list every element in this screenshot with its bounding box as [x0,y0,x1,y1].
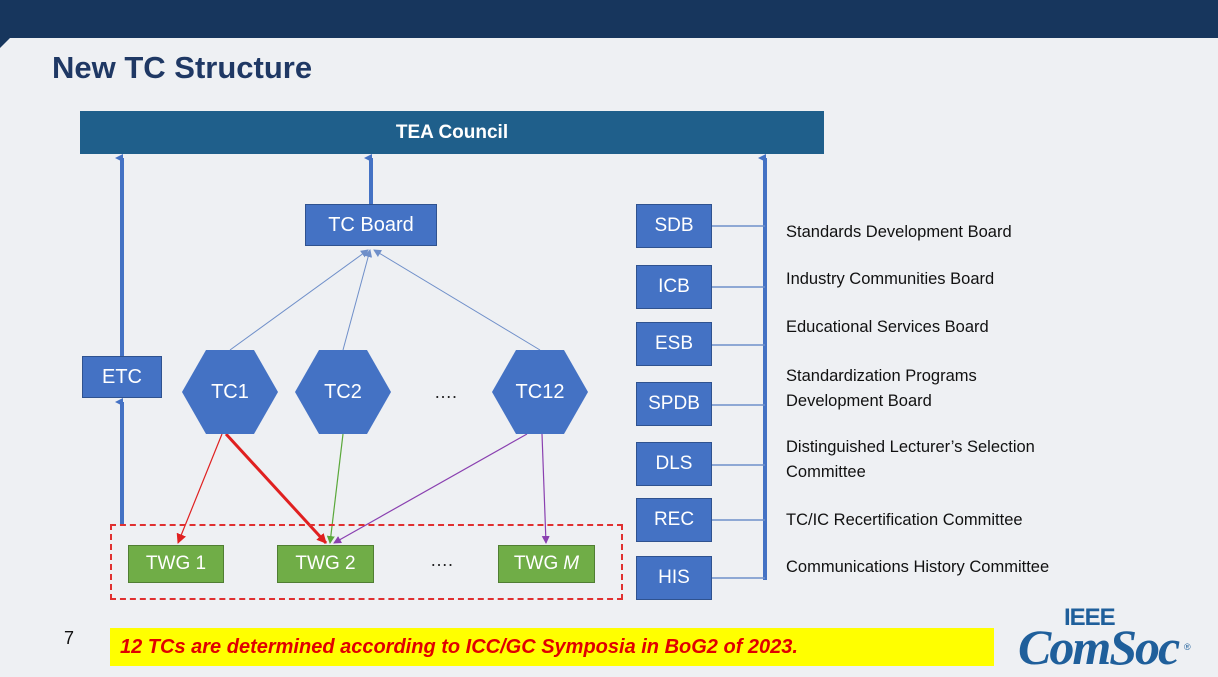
tea-council-bar: TEA Council [80,111,824,154]
board-esb-label: Educational Services Board [786,318,989,336]
note-banner: 12 TCs are determined according to ICC/G… [110,628,994,666]
board-dls-label: Distinguished Lecturer’s Selection Commi… [786,438,1035,481]
board-spdb-label: Standardization Programs Development Boa… [786,367,977,410]
twgm-name: M [563,553,580,574]
board-his: HIS [636,556,712,600]
tc-ellipsis: …. [434,382,458,402]
tc-board-node: TC Board [305,204,437,246]
board-sdb: SDB [636,204,712,248]
board-rec-label: TC/IC Recertification Committee [786,511,1023,529]
twgm-prefix: TWG [513,553,559,574]
top-banner [0,0,1218,38]
board-icb-label: Industry Communities Board [786,270,995,288]
tc12-node: TC12 [492,350,588,434]
board-rec: REC [636,498,712,542]
twg1-node: TWG 1 [128,545,224,583]
twg-group-outline [110,524,623,600]
board-dls: DLS [636,442,712,486]
etc-node: ETC [82,356,162,398]
twg2-node: TWG 2 [277,545,374,583]
logo-registered-mark: ® [1184,642,1191,652]
board-icb: ICB [636,265,712,309]
board-his-label: Communications History Committee [786,558,1050,576]
tc2-node: TC2 [295,350,391,434]
page-number: 7 [64,628,75,648]
top-banner-notch [0,38,10,48]
slide-title: New TC Structure [52,50,313,85]
board-sdb-label: Standards Development Board [786,223,1012,241]
twg-ellipsis: …. [430,550,454,570]
logo-comsoc-text: ComSoc [1018,619,1180,675]
board-esb: ESB [636,322,712,366]
board-spdb: SPDB [636,382,712,426]
tc1-node: TC1 [182,350,278,434]
logo-ieee-text: IEEE [1064,604,1116,631]
ieee-comsoc-logo: IEEE ComSoc ® [1012,604,1202,675]
